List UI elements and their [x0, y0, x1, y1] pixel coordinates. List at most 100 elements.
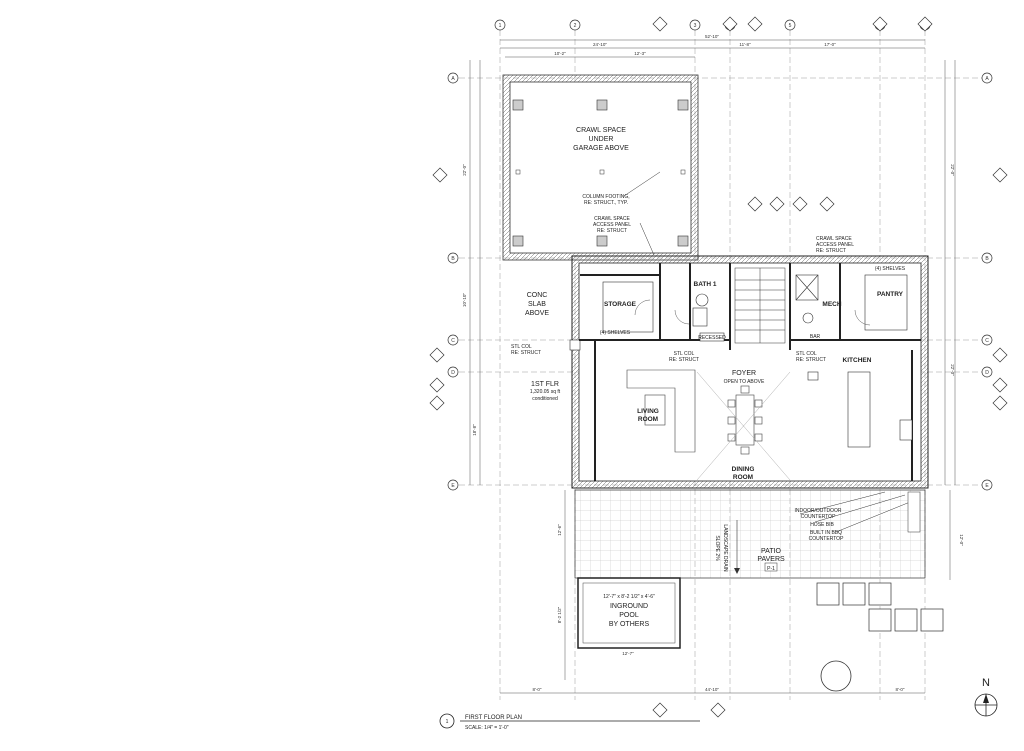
grid-label-b-right: B — [985, 256, 989, 262]
recessed-note: RECESSED — [698, 335, 726, 341]
dim-top-a: 24'-10" — [593, 42, 607, 47]
pool-labels: 12'-7" x 8'-2 1/2" x 4'-6" INGROUND POOL… — [603, 594, 655, 628]
crawl-access-right-3: RE: STRUCT — [816, 248, 846, 254]
grid-label-e: E — [451, 483, 455, 489]
interior-walls — [579, 263, 921, 481]
door-swings — [634, 299, 871, 326]
dim-bottom-right: 8'-0" — [896, 687, 905, 692]
patio — [574, 489, 926, 579]
foyer-lines — [696, 371, 791, 481]
room-foyer-1: FOYER — [732, 370, 756, 377]
stl-col-mid-2: RE: STRUCT — [669, 357, 699, 363]
outdoor-counter-1: INDOOR/OUTDOOR — [795, 508, 842, 514]
drawing-scale: SCALE: 1/4" = 1'-0" — [465, 725, 509, 731]
crawl-access-left-2: ACCESS PANEL — [593, 222, 631, 228]
column-footing-note-1: COLUMN FOOTING, — [582, 194, 629, 200]
crawl-space-label: CRAWL SPACE UNDER GARAGE ABOVE — [573, 127, 629, 152]
drawing-number: 1 — [446, 719, 449, 725]
crawl-notes: COLUMN FOOTING, RE: STRUCT., TYP. CRAWL … — [582, 194, 631, 234]
stepping-stones — [816, 582, 944, 632]
stl-col-left-2: RE: STRUCT — [511, 350, 541, 356]
dim-right-a: 22'-0" — [950, 164, 955, 176]
tree-symbol — [820, 660, 852, 692]
stairs — [734, 267, 786, 344]
stl-col-left-1: STL COL — [511, 344, 532, 350]
grid-bubble-labels-top: 1 2 3 4 5 6 7 — [499, 23, 927, 29]
patio-labels: PATIO PAVERS P-1 SLOPE 2% LANDSCAPE DRAI… — [714, 508, 844, 572]
grid-bubble-labels-side: A B C D E A B C D E — [451, 76, 989, 489]
room-bath: BATH 1 — [694, 281, 717, 288]
pool-line-2: INGROUND — [610, 603, 648, 610]
dim-right-b: 22'-0" — [950, 364, 955, 376]
room-dining-1: DINING — [732, 466, 755, 473]
stl-col-right-2: RE: STRUCT — [796, 357, 826, 363]
leader-column-footing — [623, 171, 661, 197]
room-kitchen: KITCHEN — [843, 357, 872, 364]
stl-col-right-1: STL COL — [796, 351, 817, 357]
conc-slab-line-1: CONC — [527, 292, 548, 299]
area-note-2: 1,320.05 sq ft — [530, 389, 561, 395]
dim-pool-height: 8'-2 1/2" — [557, 606, 562, 623]
area-note-3: conditioned — [532, 396, 558, 402]
room-mech: MECH — [822, 301, 841, 308]
patio-label-2: PAVERS — [757, 556, 785, 563]
crawl-access-right-2: ACCESS PANEL — [816, 242, 854, 248]
room-dining-2: ROOM — [733, 474, 753, 481]
dim-left-b: 10'-10" — [462, 293, 467, 307]
grid-bubbles-side — [447, 72, 993, 491]
slope-note-1: SLOPE 2% — [714, 535, 720, 561]
crawl-space-line-1: CRAWL SPACE — [576, 127, 626, 134]
dim-top-e: 12'-3" — [634, 51, 646, 56]
living-furniture — [626, 369, 696, 453]
grid-label-a: A — [451, 76, 455, 82]
room-storage: STORAGE — [604, 301, 637, 308]
shelves-pantry: (4) SHELVES — [875, 266, 906, 272]
dimension-lines — [469, 39, 956, 694]
leader-crawl-access-left — [639, 222, 655, 256]
grid-label-c: C — [451, 338, 455, 344]
grid-label-d-right: D — [985, 370, 989, 376]
grid-label-e-right: E — [985, 483, 989, 489]
patio-label-1: PATIO — [761, 548, 782, 555]
pool-dims: 12'-7" x 8'-2 1/2" x 4'-6" — [603, 594, 655, 600]
bbq-counter-2: COUNTERTOP — [809, 536, 844, 542]
room-foyer-2: OPEN TO ABOVE — [724, 379, 765, 385]
crawl-access-left-3: RE: STRUCT — [597, 228, 627, 234]
patio-tag: P-1 — [767, 566, 775, 572]
hose-bib-note: HOSE BIB — [810, 522, 834, 528]
room-labels: STORAGE BATH 1 MECH PANTRY KITCHEN LIVIN… — [604, 281, 904, 481]
stl-col-mid-1: STL COL — [674, 351, 695, 357]
conc-slab-label: CONC SLAB ABOVE — [525, 292, 549, 317]
title-block: 1 FIRST FLOOR PLAN SCALE: 1/4" = 1'-0" — [439, 713, 700, 731]
grid-label-c-right: C — [985, 338, 989, 344]
dim-top-overall: 52'-10" — [705, 34, 719, 39]
pool-line-3: POOL — [619, 612, 639, 619]
grid-label-d: D — [451, 370, 455, 376]
crawl-space-area — [502, 74, 699, 261]
column-footing-note-2: RE: STRUCT., TYP. — [584, 200, 628, 206]
room-living-2: ROOM — [638, 416, 658, 423]
dim-top-b: 11'-8" — [739, 42, 751, 47]
pool-line-4: BY OTHERS — [609, 621, 650, 628]
grid-label-b: B — [451, 256, 455, 262]
interior-notes: STL COL RE: STRUCT STL COL RE: STRUCT ST… — [511, 236, 906, 363]
dim-top-d: 10'-2" — [554, 51, 566, 56]
conc-slab-line-3: ABOVE — [525, 310, 549, 317]
north-arrow: N — [974, 677, 998, 717]
dim-top-c: 17'-0" — [824, 42, 836, 47]
dim-bottom-overall: 44'-10" — [705, 687, 719, 692]
crawl-space-line-3: GARAGE ABOVE — [573, 145, 629, 152]
grid-label-2: 2 — [574, 23, 577, 29]
area-note: 1ST FLR 1,320.05 sq ft conditioned — [530, 381, 561, 402]
bar-note: BAR — [810, 334, 821, 340]
fixtures — [602, 274, 913, 448]
grid-label-3: 3 — [694, 23, 697, 29]
area-note-1: 1ST FLR — [531, 381, 559, 388]
grid-label-5: 5 — [789, 23, 792, 29]
crawl-access-left-1: CRAWL SPACE — [594, 216, 630, 222]
crawl-space-line-2: UNDER — [589, 136, 614, 143]
room-living-1: LIVING — [637, 408, 659, 415]
grid-label-a-right: A — [985, 76, 989, 82]
slope-note-2: LANDSCAPE DRAIN — [722, 524, 728, 572]
